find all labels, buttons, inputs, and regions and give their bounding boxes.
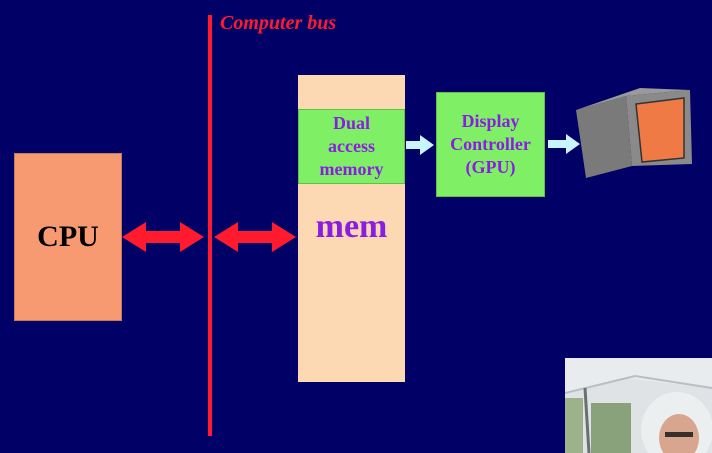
dual-access-memory-block: Dual access memory: [298, 109, 405, 184]
cpu-label: CPU: [37, 220, 99, 253]
display-controller-block: Display Controller (GPU): [436, 92, 545, 197]
memory-controller-arrow: [406, 135, 434, 155]
dual-memory-line-3: memory: [319, 159, 384, 179]
dual-memory-line-2: access: [328, 136, 375, 156]
computer-bus-label: Computer bus: [220, 12, 337, 34]
computer-bus-line: [208, 15, 212, 436]
presenter-video: [565, 358, 712, 453]
display-controller-line-3: (GPU): [465, 157, 516, 177]
display-controller-line-2: Controller: [450, 134, 531, 154]
bus-memory-arrow: [214, 222, 296, 252]
presenter-video-image: [565, 358, 712, 453]
display-controller-line-1: Display: [461, 111, 520, 131]
dual-memory-line-1: Dual: [332, 113, 370, 133]
controller-monitor-arrow: [548, 134, 580, 154]
memory-label: mem: [315, 208, 388, 245]
monitor-icon: [576, 88, 692, 178]
cpu-block: CPU: [14, 153, 122, 321]
cpu-bus-arrow: [122, 222, 204, 252]
